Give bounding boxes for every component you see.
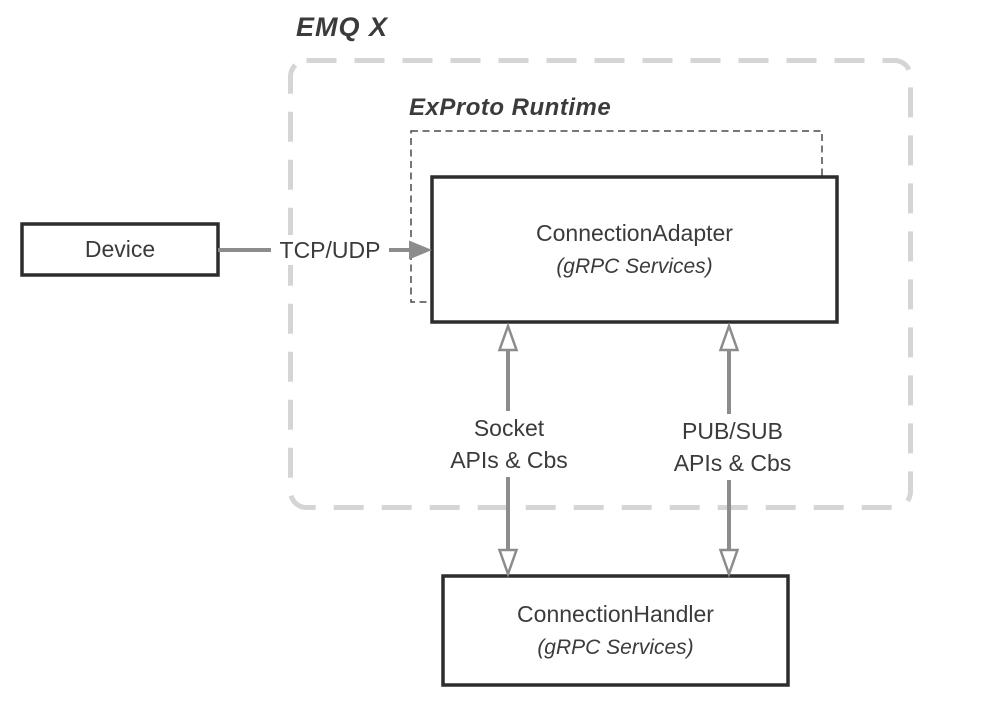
socket-apis-edge-label: Socket APIs & Cbs [438, 411, 580, 477]
socket-apis-line2: APIs & Cbs [450, 447, 568, 473]
connection-adapter-sublabel: (gRPC Services) [556, 255, 713, 278]
connection-handler-node: ConnectionHandler (gRPC Services) [443, 576, 788, 685]
pubsub-apis-line2: APIs & Cbs [673, 450, 792, 476]
connection-adapter-node: ConnectionAdapter (gRPC Services) [432, 177, 837, 322]
emqx-boundary-box [288, 58, 913, 510]
pubsub-apis-edge-label: PUB/SUB APIs & Cbs [660, 414, 805, 480]
connection-adapter-label: ConnectionAdapter [536, 220, 733, 246]
connection-handler-box [441, 574, 790, 687]
device-label: Device [84, 236, 156, 262]
emqx-title: EMQ X [296, 12, 389, 42]
exproto-runtime-title: ExProto Runtime [409, 94, 612, 121]
device-node: Device [22, 224, 218, 275]
pubsub-apis-line1: PUB/SUB [682, 418, 783, 444]
tcp-udp-edge-label: TCP/UDP [271, 235, 389, 265]
pubsub-apis-arrow [718, 322, 740, 578]
connection-handler-sublabel: (gRPC Services) [537, 636, 694, 659]
connection-adapter-box [430, 175, 839, 324]
connection-handler-label: ConnectionHandler [517, 601, 714, 627]
socket-apis-line1: Socket [473, 415, 545, 441]
